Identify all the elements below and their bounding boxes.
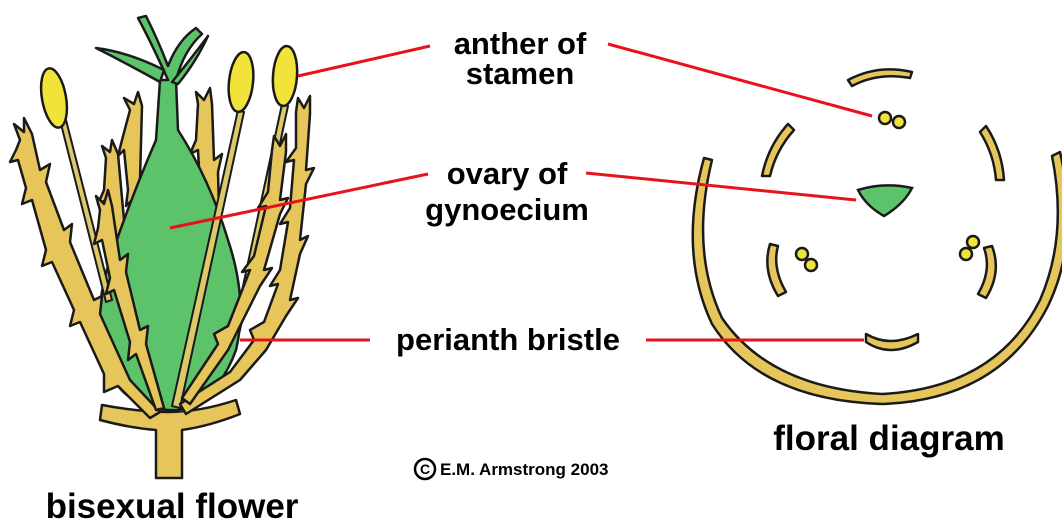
flower-stalk [100, 400, 240, 478]
anther-mid [226, 51, 256, 113]
leader-anther-left [298, 46, 430, 76]
diagram-anther-left-a [796, 248, 808, 260]
diagram-anther-top-a [879, 112, 891, 124]
diagram-bristle-top [848, 69, 912, 86]
diagram-bristle-upper-right [980, 126, 1004, 180]
stigma-left [96, 48, 164, 82]
diagram-anther-right-b [967, 236, 979, 248]
label-ovary-line1: ovary of [447, 156, 568, 191]
copyright-symbol: C [420, 461, 430, 477]
diagram-bristle-lower-left [767, 244, 786, 296]
label-bisexual-flower: bisexual flower [46, 487, 299, 526]
label-ovary-line2: gynoecium [425, 192, 589, 227]
copyright-text: E.M. Armstrong 2003 [440, 460, 608, 479]
diagram-bristle-upper-left [762, 124, 794, 176]
diagram-anther-top-b [893, 116, 905, 128]
diagram-bristle-bottom [866, 334, 918, 350]
leader-ovary-right [586, 173, 856, 200]
diagram-anther-left-b [805, 259, 817, 271]
diagram-anther-right-a [960, 248, 972, 260]
label-perianth-bristle: perianth bristle [396, 322, 620, 357]
bisexual-flower-drawing [10, 16, 314, 478]
diagram-ovary [858, 185, 912, 216]
label-anther-line2: stamen [466, 56, 575, 91]
label-floral-diagram: floral diagram [773, 419, 1004, 458]
copyright-notice: C E.M. Armstrong 2003 [415, 459, 608, 479]
anther-right [271, 45, 299, 107]
floral-diagram-drawing [693, 69, 1062, 404]
diagram-bristle-lower-right [978, 246, 996, 298]
leader-anther-right [608, 44, 872, 116]
anther-left [37, 66, 71, 129]
